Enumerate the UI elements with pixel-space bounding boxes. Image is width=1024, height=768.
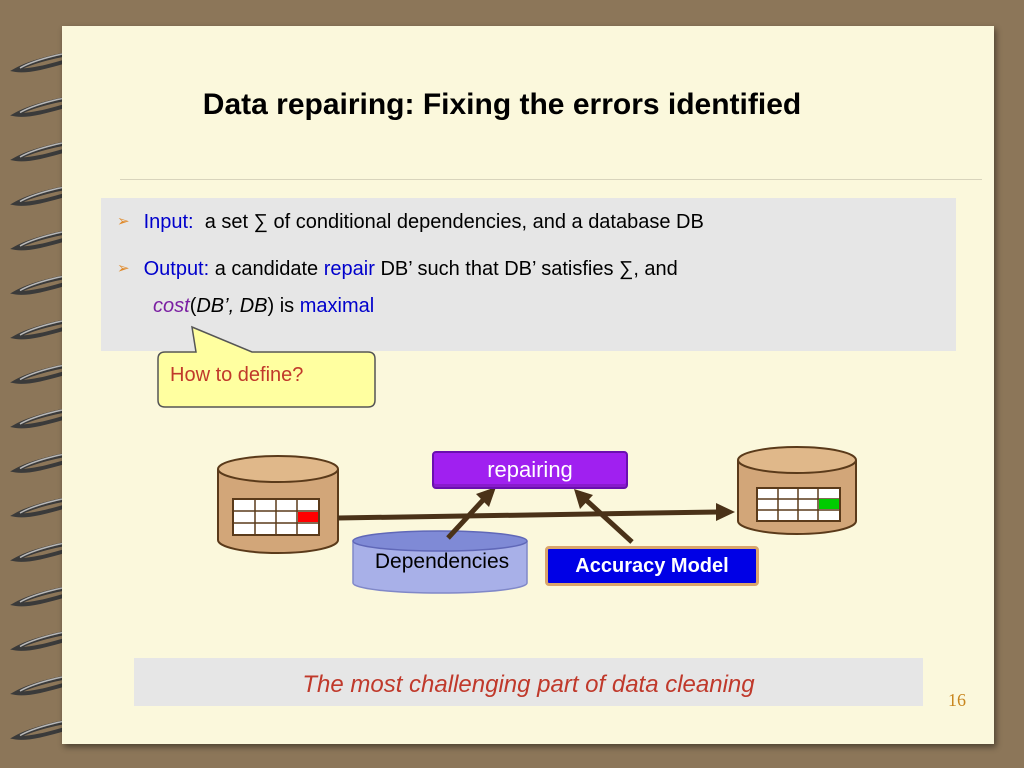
callout-text: How to define? [170,364,304,386]
fixed-cell [819,499,839,509]
page-number: 16 [948,690,966,710]
accuracy-to-repairing-arrow [574,489,634,544]
bullet-arrow-icon: ➢ [117,213,130,230]
input-text-b: of conditional dependencies, and a datab… [273,211,704,233]
output-text-c: , and [633,258,678,280]
sigma-symbol: ∑ [253,211,268,233]
accuracy-model-box: Accuracy Model [545,546,759,586]
cost-close: ) [267,295,275,317]
callout-bubble [157,325,376,408]
bullet-input: ➢ Input: a set ∑ of conditional dependenc… [117,204,704,242]
bullet-output: ➢ Output: a candidate repair DB’ such tha… [117,251,678,289]
repairing-box: repairing [432,451,628,489]
error-cell [298,512,318,522]
title-divider [120,179,982,180]
bullet-output-line2: cost(DB’, DB) is maximal [153,288,374,324]
cost-word: cost [153,295,190,317]
footer-text: The most challenging part of data cleani… [302,671,755,698]
sigma-symbol: ∑ [619,258,634,280]
is-word: is [279,295,295,317]
bullet-panel: ➢ Input: a set ∑ of conditional dependenc… [101,198,956,351]
bullet-arrow-icon: ➢ [117,260,130,277]
repair-word: repair [323,258,375,280]
cost-args: DB’, DB [196,295,268,317]
dependencies-to-repairing-arrow [446,487,496,540]
maximal-word: maximal [299,295,375,317]
output-label: Output: [143,258,210,280]
source-database-icon [217,455,339,554]
slide-title: Data repairing: Fixing the errors identi… [202,88,802,121]
output-text-b: DB’ such that DB’ satisfies [380,258,614,280]
input-text-a: a set [204,211,249,233]
output-text-a: a candidate [214,258,319,280]
dependencies-label: Dependencies [374,550,510,573]
dependencies-cylinder-icon [352,530,528,594]
repair-flow-arrow [337,503,735,521]
footer-banner: The most challenging part of data cleani… [134,658,923,706]
cost-open: ( [189,295,197,317]
input-label: Input: [143,211,194,233]
repaired-database-icon [737,446,857,535]
